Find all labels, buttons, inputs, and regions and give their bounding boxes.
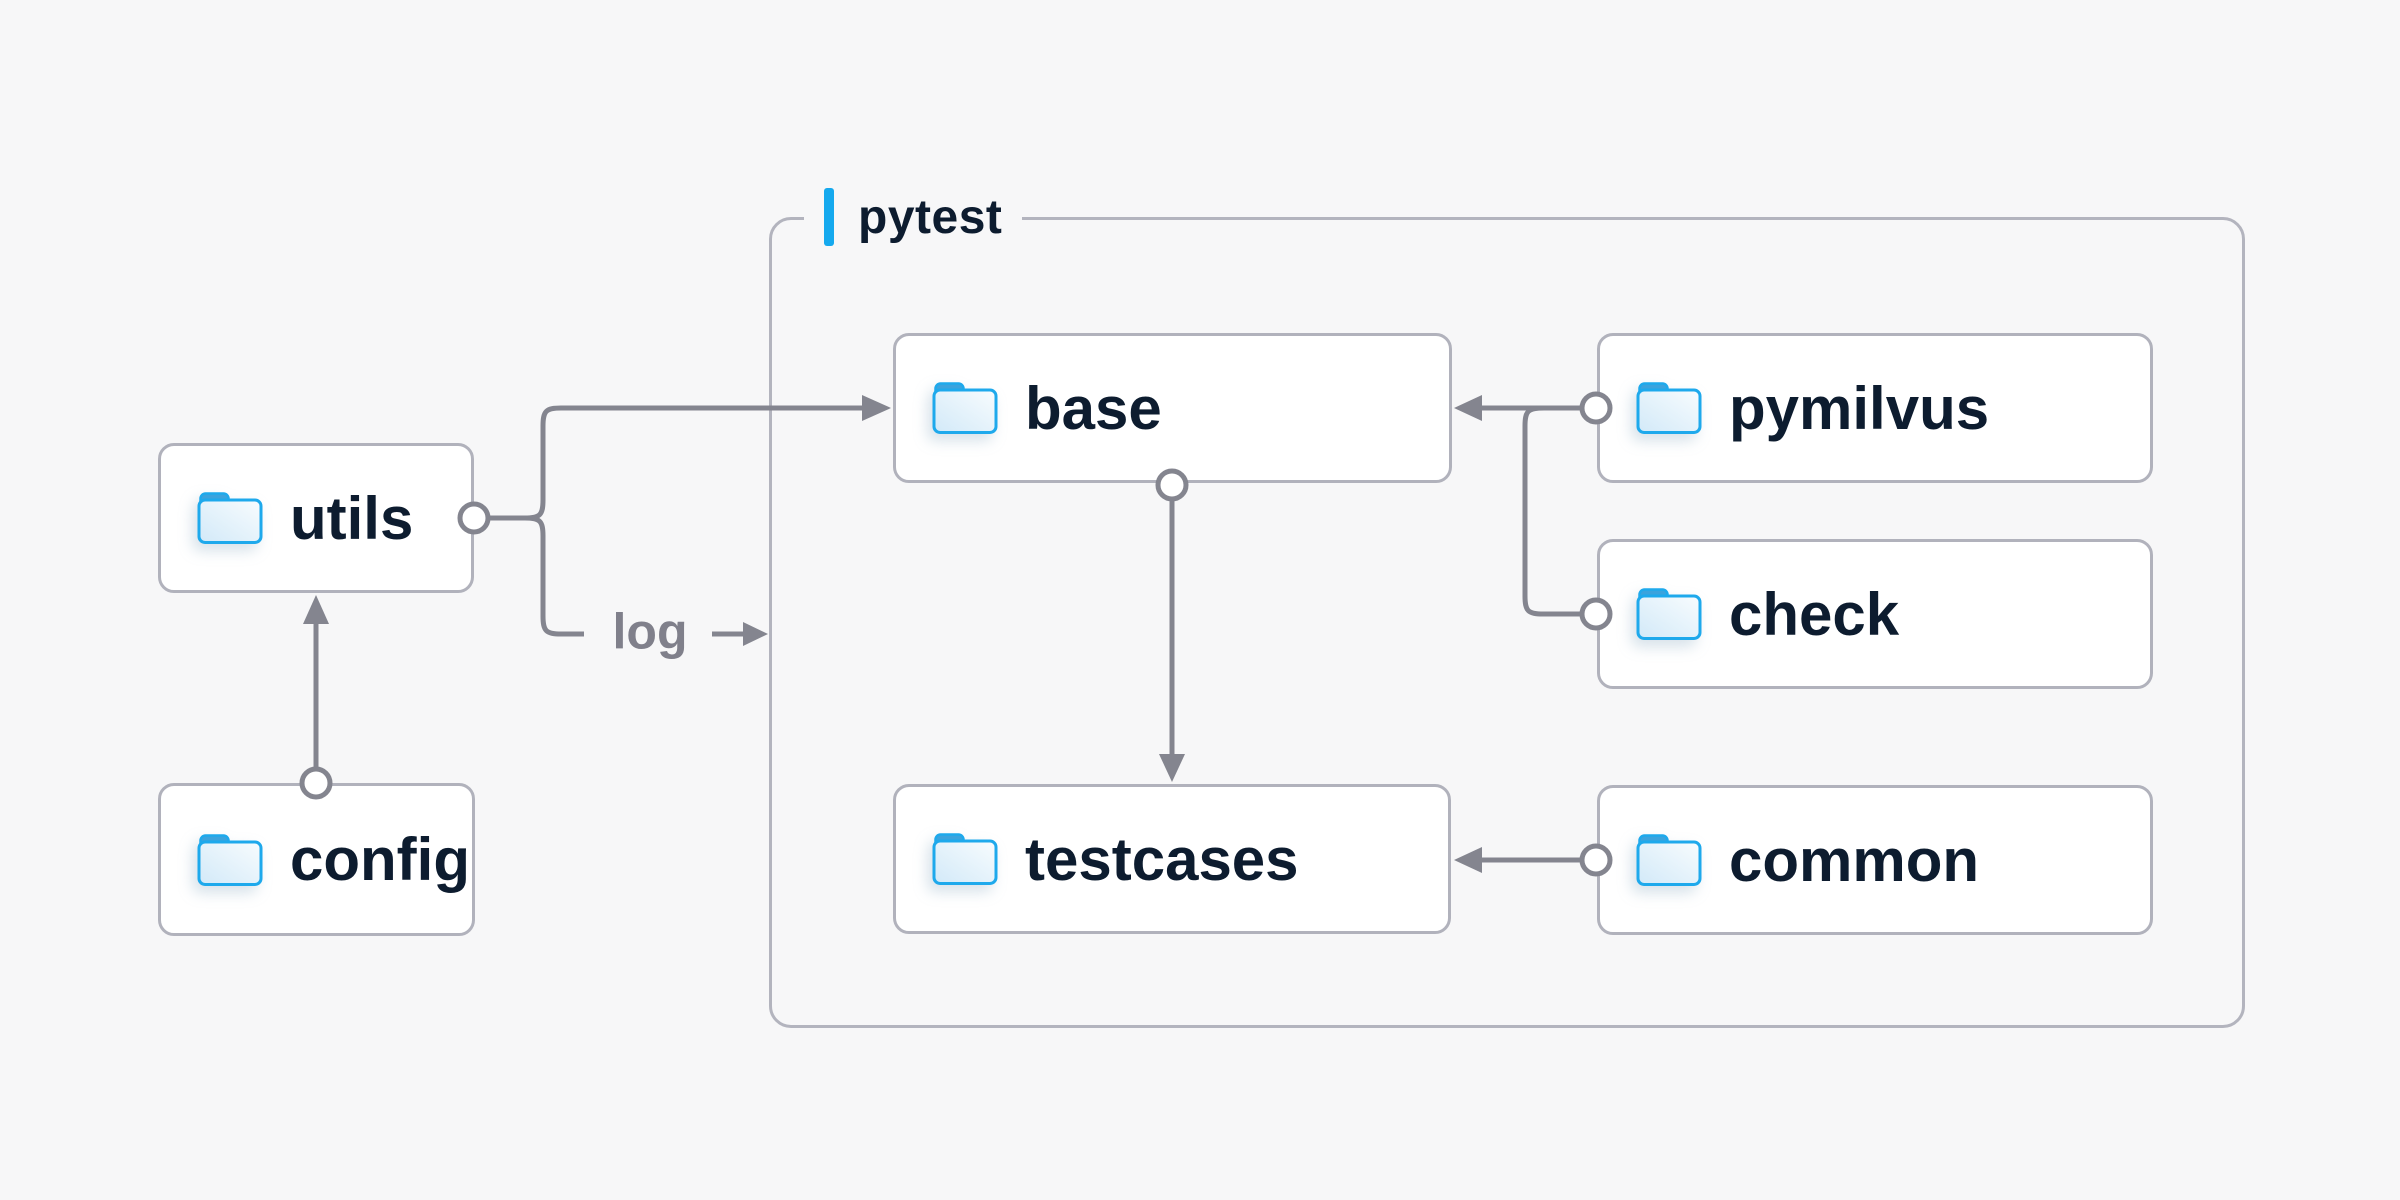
folder-icon	[1636, 588, 1702, 640]
folder-icon	[932, 833, 998, 885]
node-base: base	[893, 333, 1452, 483]
node-testcases: testcases	[893, 784, 1451, 934]
edge-config-to-utils	[299, 595, 333, 800]
node-config: config	[158, 783, 475, 936]
pytest-accent-bar	[824, 188, 834, 246]
node-testcases-label: testcases	[1025, 825, 1299, 893]
node-common: common	[1597, 785, 2153, 935]
node-base-label: base	[1025, 374, 1162, 442]
folder-icon	[932, 382, 998, 434]
node-config-label: config	[290, 826, 470, 893]
node-common-label: common	[1729, 826, 1980, 894]
pytest-label: pytest	[804, 185, 1023, 249]
node-pymilvus: pymilvus	[1597, 333, 2153, 483]
node-utils-label: utils	[290, 484, 414, 552]
folder-icon	[1636, 382, 1702, 434]
node-check-label: check	[1729, 580, 1900, 648]
folder-icon	[1636, 834, 1702, 886]
folder-icon	[197, 834, 263, 886]
node-pymilvus-label: pymilvus	[1729, 374, 1990, 442]
folder-icon	[197, 492, 263, 544]
pytest-label-text: pytest	[858, 190, 1003, 244]
node-utils: utils	[158, 443, 474, 593]
log-edge-label: log	[612, 603, 688, 660]
pytest-container	[769, 217, 2245, 1028]
node-check: check	[1597, 539, 2153, 689]
